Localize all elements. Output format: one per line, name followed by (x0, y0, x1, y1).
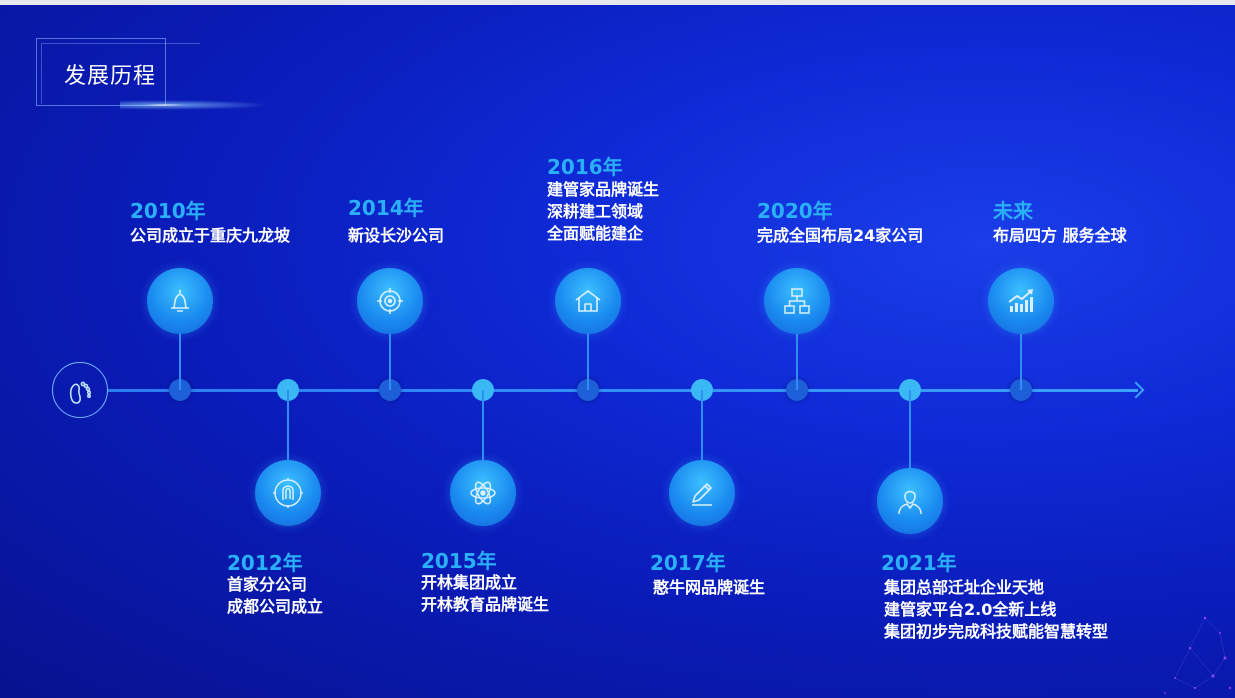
milestone-icon-2020 (764, 268, 830, 334)
page-title: 发展历程 (64, 64, 157, 89)
milestone-icon-2012 (255, 460, 321, 526)
milestone-icon-2015 (450, 460, 516, 526)
milestone-icon-2017 (669, 460, 735, 526)
milestone-desc: 憨牛网品牌诞生 (653, 577, 765, 599)
milestone-year: 2016年 (547, 155, 623, 179)
milestone-line: 全面赋能建企 (547, 224, 644, 243)
milestone-line: 开林集团成立 (421, 573, 518, 592)
stem-2010 (179, 333, 181, 390)
milestone-icon-2010 (147, 268, 213, 334)
milestone-line: 集团总部迁址企业天地 (884, 578, 1045, 597)
milestone-desc: 公司成立于重庆九龙坡 (130, 225, 290, 247)
footprint-icon (69, 381, 92, 404)
pencil-icon (692, 483, 712, 506)
milestone-icon-2016 (555, 268, 621, 334)
milestone-line: 憨牛网品牌诞生 (653, 578, 766, 597)
timeline-dot-2014 (379, 379, 401, 401)
milestone-icon-future (988, 268, 1054, 334)
milestone-line: 建管家品牌诞生 (547, 180, 660, 199)
milestone-year: 2010年 (130, 199, 206, 223)
milestone-line: 成都公司成立 (227, 597, 324, 616)
stem-2015 (482, 390, 484, 460)
milestone-line: 公司成立于重庆九龙坡 (130, 226, 291, 245)
milestone-line: 首家分公司 (227, 575, 308, 594)
top-bar (0, 0, 1235, 5)
milestone-desc: 集团总部迁址企业天地 建管家平台2.0全新上线 集团初步完成科技赋能智慧转型 (884, 577, 1108, 643)
milestone-desc: 开林集团成立 开林教育品牌诞生 (421, 572, 549, 616)
stem-2020 (796, 333, 798, 390)
person-icon (898, 490, 922, 515)
milestone-line: 建管家平台2.0全新上线 (884, 600, 1057, 619)
milestone-year: 2014年 (348, 196, 424, 220)
timeline-dot-2010 (169, 379, 191, 401)
stem-2012 (287, 390, 289, 460)
stem-2017 (701, 390, 703, 460)
timeline-start (52, 362, 108, 418)
milestone-line: 集团初步完成科技赋能智慧转型 (884, 622, 1109, 641)
stem-2021 (909, 390, 911, 468)
stem-future (1020, 333, 1022, 390)
milestone-line: 深耕建工领域 (547, 202, 644, 221)
bell-icon (171, 290, 189, 312)
milestone-desc: 新设长沙公司 (348, 225, 444, 247)
milestone-icon-2014 (357, 268, 423, 334)
network-icon (784, 288, 810, 314)
title-glow (120, 100, 270, 110)
milestone-line: 完成全国布局24家公司 (757, 226, 924, 245)
stem-2014 (389, 333, 391, 390)
title-frame (36, 38, 200, 106)
milestone-year: 2015年 (421, 549, 497, 573)
milestone-year: 2017年 (650, 551, 726, 575)
target-icon (377, 288, 403, 314)
milestone-line: 开林教育品牌诞生 (421, 595, 550, 614)
atom-icon (470, 481, 496, 505)
growth-chart-icon (1008, 289, 1033, 312)
milestone-icon-2021 (877, 468, 943, 534)
milestone-desc: 建管家品牌诞生 深耕建工领域 全面赋能建企 (547, 179, 659, 245)
milestone-desc: 完成全国布局24家公司 (757, 225, 923, 247)
timeline-dot-future (1010, 379, 1032, 401)
milestone-line: 布局四方 服务全球 (993, 226, 1127, 245)
milestone-line: 新设长沙公司 (348, 226, 445, 245)
fingerprint-icon (273, 478, 303, 508)
timeline-dot-2016 (577, 379, 599, 401)
particle-decoration (1164, 616, 1232, 694)
stem-2016 (587, 333, 589, 390)
timeline-axis (108, 389, 1138, 392)
milestone-year: 2020年 (757, 199, 833, 223)
milestone-year: 2012年 (227, 551, 303, 575)
milestone-year: 2021年 (881, 551, 957, 575)
timeline-dot-2020 (786, 379, 808, 401)
milestone-year: 未来 (993, 199, 1033, 223)
house-icon (575, 290, 601, 312)
milestone-desc: 首家分公司 成都公司成立 (227, 574, 323, 618)
timeline-arrow (1127, 381, 1145, 399)
milestone-desc: 布局四方 服务全球 (993, 225, 1127, 247)
